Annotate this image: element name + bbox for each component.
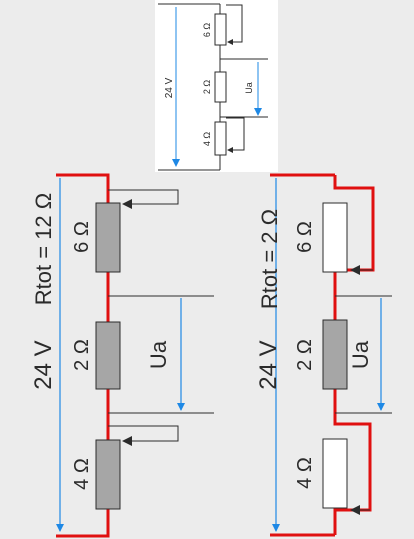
small-resistor-2 — [214, 71, 227, 103]
small-circuit: 24 V 6 Ω 2 Ω 4 Ω Ua — [155, 0, 278, 172]
small-voltage-label: 24 V — [164, 77, 175, 98]
left-circuit: 24 V Rtot = 12 Ω 6 Ω 2 Ω 4 Ω Ua — [30, 173, 214, 538]
left-resistor-6 — [95, 202, 121, 273]
right-resistor-2-label: 2 Ω — [294, 339, 316, 371]
small-wiper-4 — [226, 117, 245, 153]
right-resistor-6 — [322, 202, 348, 273]
small-wiper-6 — [226, 4, 243, 45]
right-ua-label: Ua — [348, 340, 373, 369]
left-resistor-4-label: 4 Ω — [71, 458, 93, 490]
right-resistor-4-label: 4 Ω — [294, 457, 316, 489]
left-resistor-2 — [95, 321, 121, 390]
right-circuit: 24 V Rtot = 2 Ω 6 Ω 2 Ω 4 Ω Ua — [255, 173, 392, 537]
right-resistor-2 — [322, 319, 348, 390]
right-resistor-4 — [322, 438, 348, 509]
left-resistor-4 — [95, 439, 121, 510]
left-wiper-4 — [108, 425, 179, 446]
right-voltage-label: 24 V — [255, 340, 282, 389]
small-resistor-6 — [214, 13, 227, 46]
left-wiper-6 — [108, 189, 179, 209]
small-ua-label: Ua — [244, 82, 254, 94]
left-ua-label: Ua — [146, 340, 171, 369]
right-rtot-label: Rtot = 2 Ω — [257, 209, 282, 309]
left-rtot-label: Rtot = 12 Ω — [31, 193, 56, 305]
small-resistor-2-label: 2 Ω — [202, 80, 212, 95]
left-voltage-label: 24 V — [30, 340, 57, 389]
small-resistor-4-label: 4 Ω — [202, 132, 212, 147]
right-resistor-6-label: 6 Ω — [294, 221, 316, 253]
small-resistor-6-label: 6 Ω — [202, 23, 212, 38]
small-resistor-4 — [214, 121, 227, 156]
left-resistor-6-label: 6 Ω — [71, 221, 93, 253]
left-resistor-2-label: 2 Ω — [71, 339, 93, 371]
